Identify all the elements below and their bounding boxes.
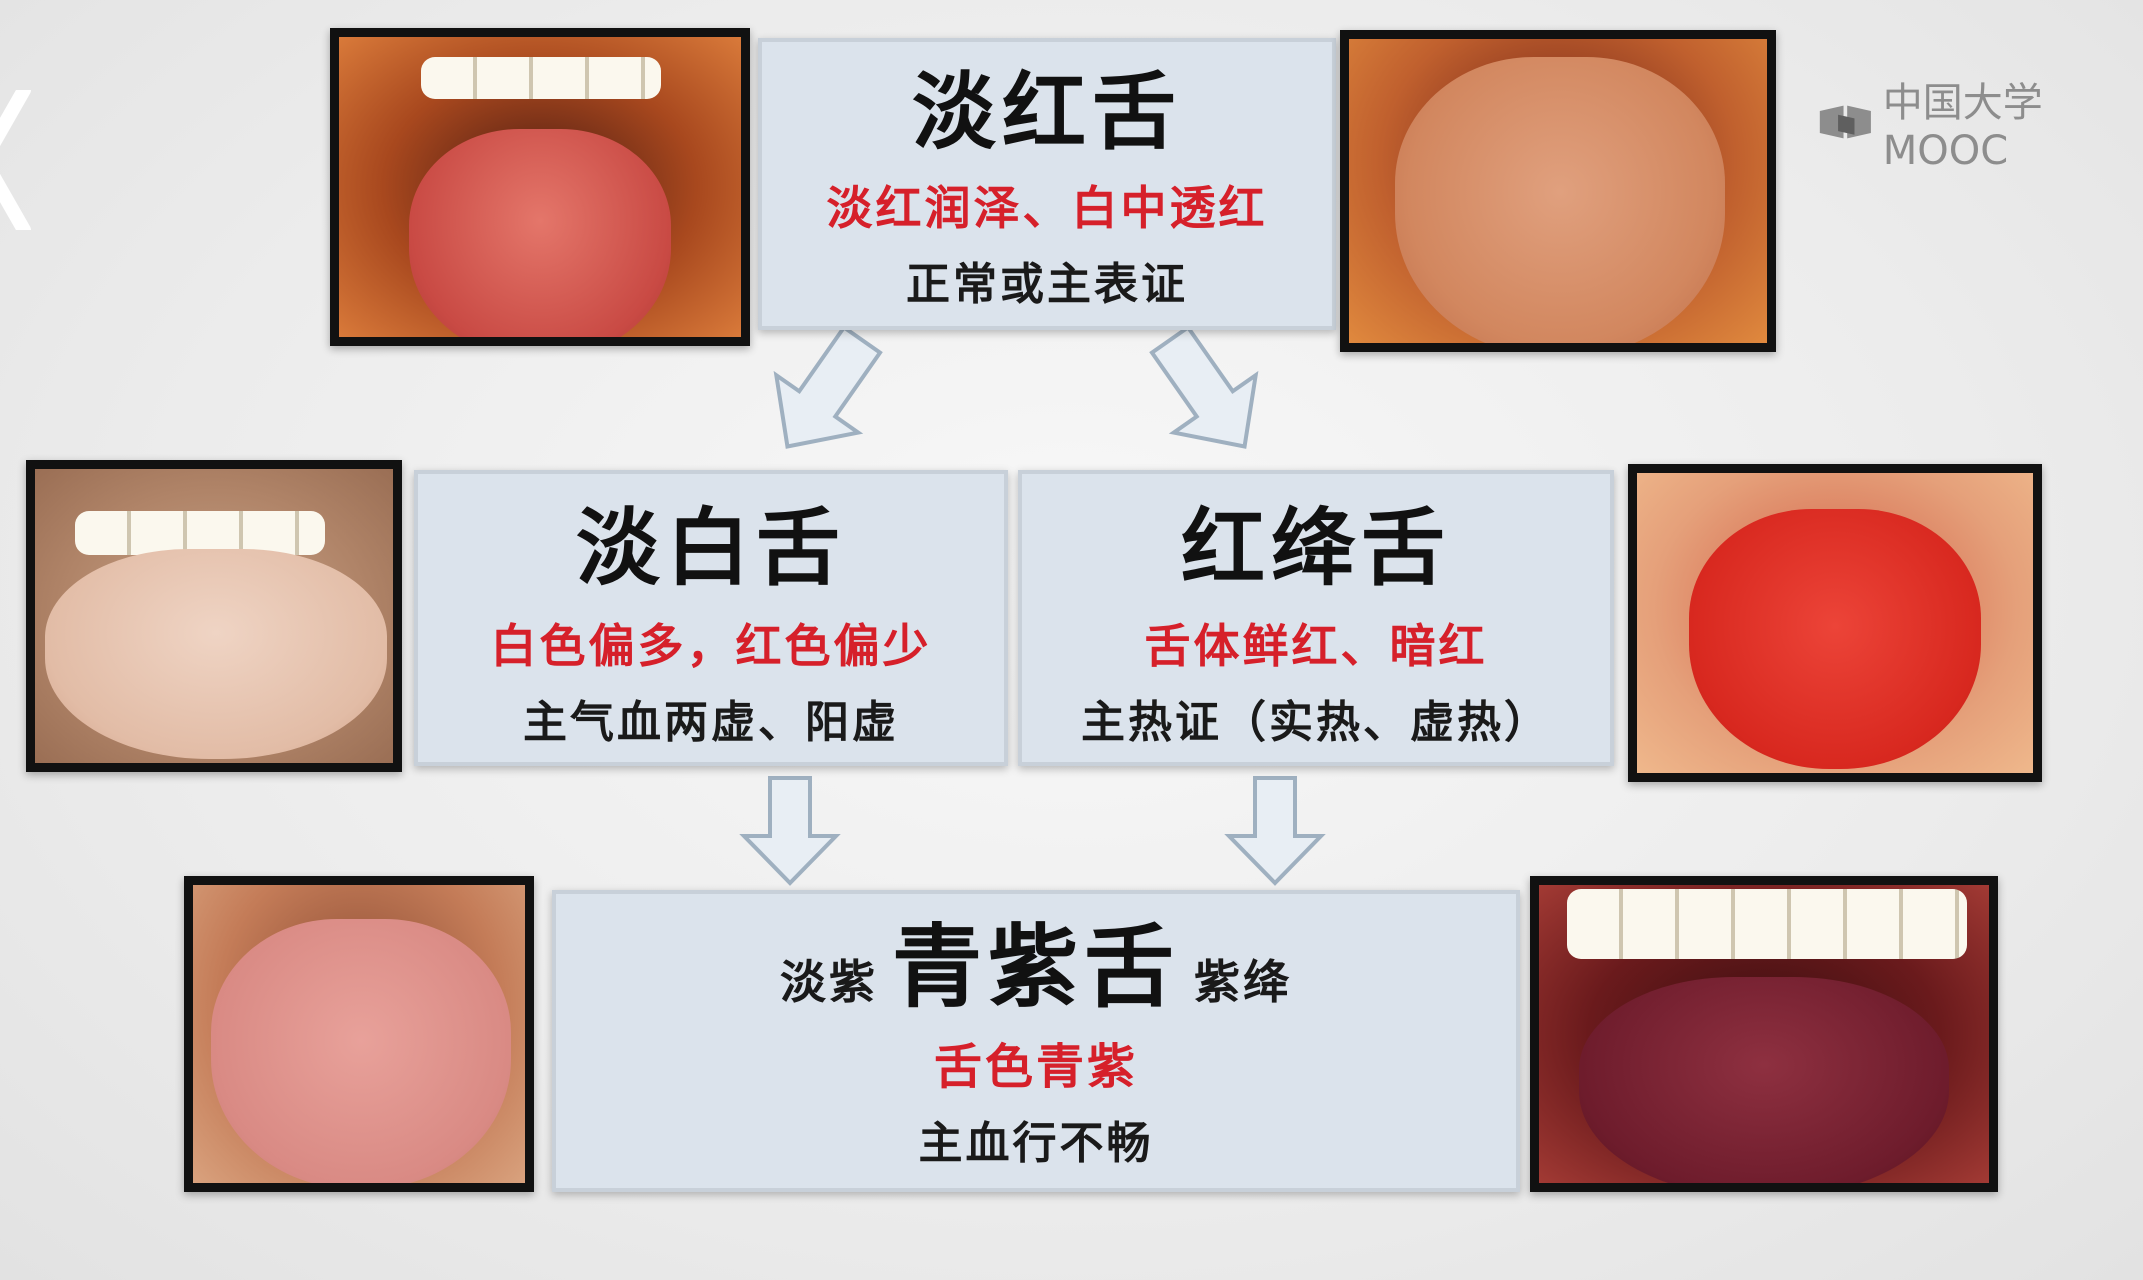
red-crimson-tongue-title: 红绛舌 (1180, 498, 1451, 597)
down-arrow-icon (1224, 776, 1326, 886)
light-red-tongue-box: 淡红舌 淡红润泽、白中透红 正常或主表证 (758, 38, 1336, 330)
mooc-logo: 中国大学MOOC (1818, 70, 2143, 174)
light-red-tongue-photo (330, 28, 750, 346)
purple-crimson-tongue-photo (1530, 876, 1998, 1192)
light-red-tongue-indication: 正常或主表证 (906, 259, 1188, 311)
down-arrow-icon (739, 776, 841, 886)
light-red-tongue-feature: 淡红润泽、白中透红 (826, 181, 1268, 236)
red-crimson-tongue-feature: 舌体鲜红、暗红 (1144, 619, 1488, 674)
pale-tongue-box: 淡白舌 白色偏多，红色偏少 主气血两虚、阳虚 (414, 470, 1008, 766)
pale-tongue-feature: 白色偏多，红色偏少 (490, 619, 932, 674)
light-red-tongue-photo-2 (1340, 30, 1776, 352)
blue-purple-suffix: 紫绛 (1194, 955, 1292, 1009)
logo-text: 中国大学MOOC (1882, 80, 2043, 174)
light-red-tongue-title: 淡红舌 (911, 62, 1182, 161)
blue-purple-tongue-feature: 舌色青紫 (933, 1039, 1138, 1095)
red-crimson-tongue-indication: 主热证（实热、虚热） (1081, 697, 1551, 749)
pale-tongue-title: 淡白舌 (575, 498, 846, 597)
blue-purple-tongue-title: 青紫舌 (892, 914, 1180, 1020)
back-chevron-icon[interactable] (0, 90, 64, 230)
blue-purple-tongue-indication: 主血行不畅 (918, 1118, 1154, 1169)
light-purple-tongue-photo (184, 876, 534, 1192)
red-crimson-tongue-photo (1628, 464, 2042, 782)
blue-purple-tongue-title-row: 淡紫 青紫舌 紫绛 (556, 918, 1516, 1017)
down-arrow-icon (773, 324, 883, 449)
down-arrow-icon (1149, 324, 1259, 449)
pale-tongue-photo (26, 460, 402, 772)
blue-purple-tongue-box: 淡紫 青紫舌 紫绛 舌色青紫 主血行不畅 (552, 890, 1520, 1192)
red-crimson-tongue-box: 红绛舌 舌体鲜红、暗红 主热证（实热、虚热） (1018, 470, 1614, 766)
mooc-book-icon (1819, 105, 1871, 139)
blue-purple-prefix: 淡紫 (780, 955, 878, 1009)
pale-tongue-indication: 主气血两虚、阳虚 (523, 697, 899, 749)
